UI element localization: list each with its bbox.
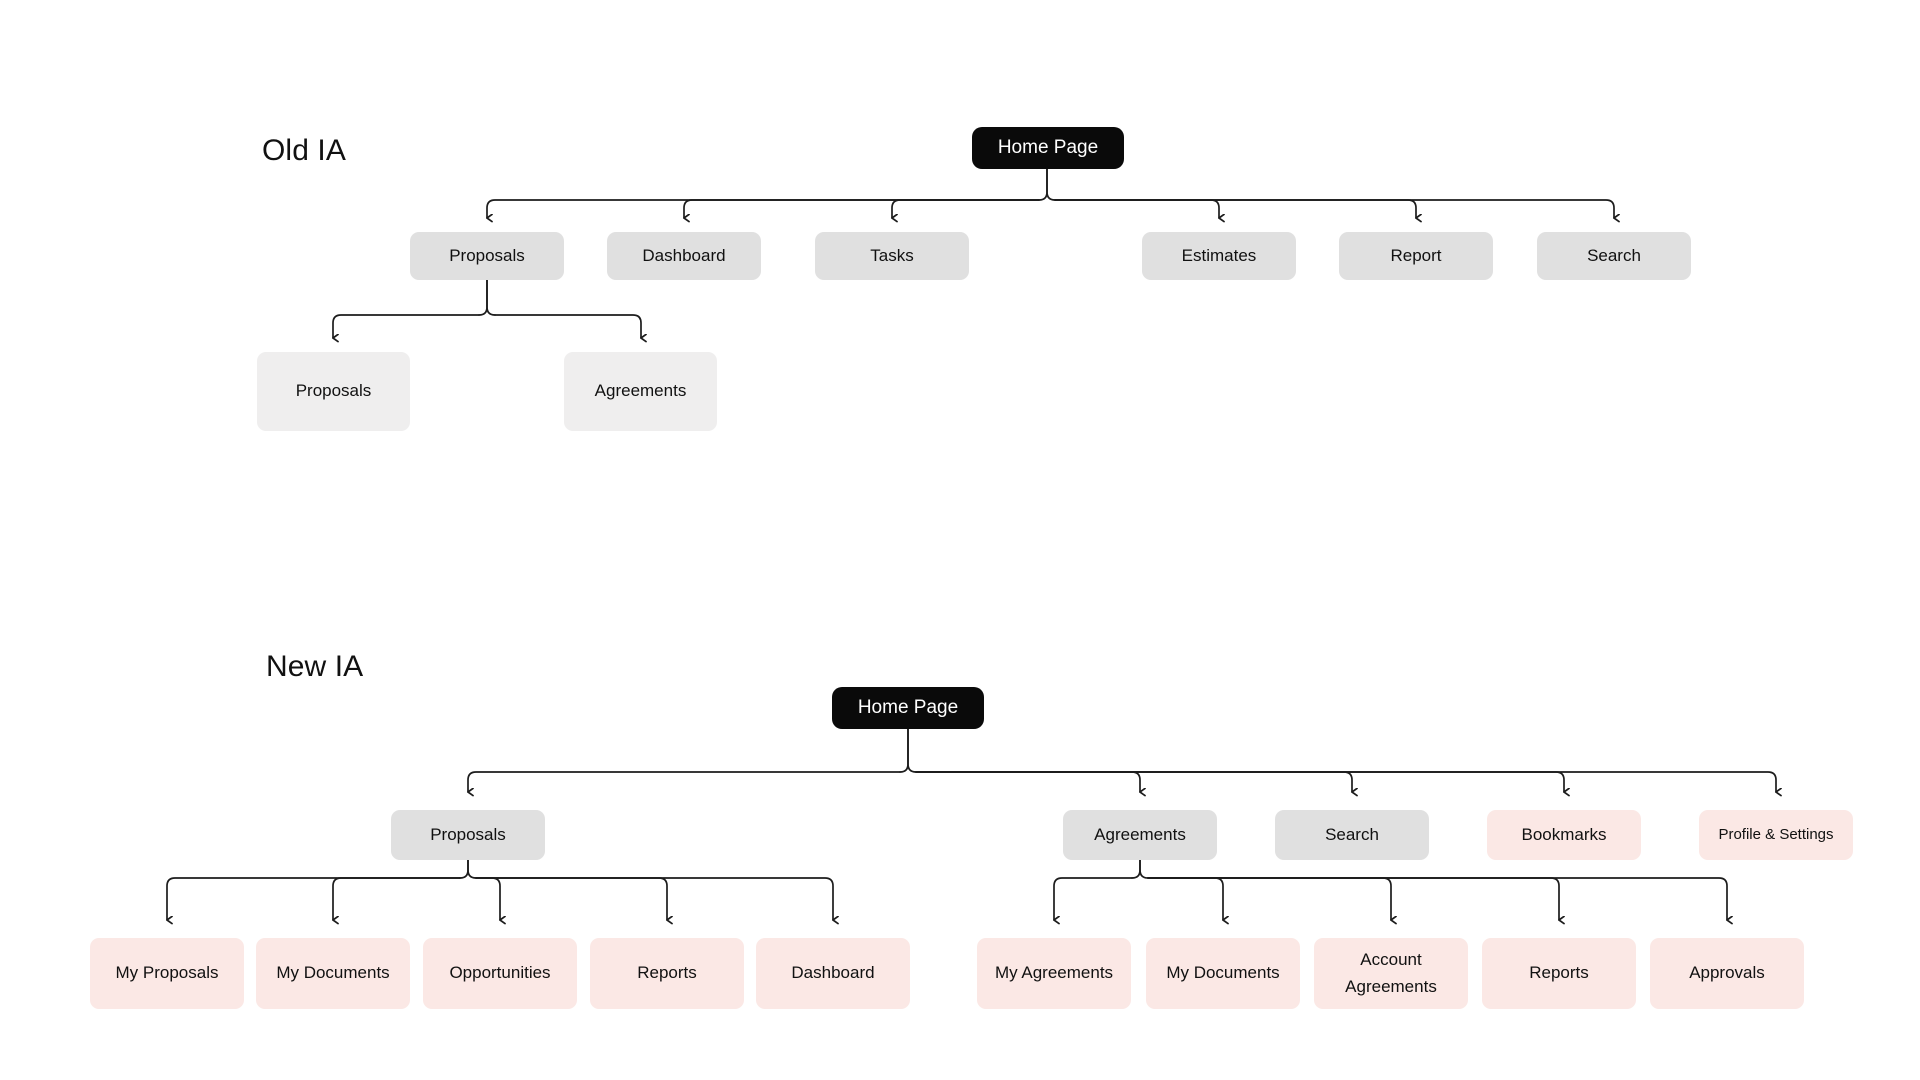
old-ia-sub-node-proposals[interactable]: Proposals [257,352,410,431]
old-ia-home-page-node[interactable]: Home Page [972,127,1124,169]
new-ia-node-my-documents-agreements[interactable]: My Documents [1146,938,1300,1009]
new-ia-node-my-agreements[interactable]: My Agreements [977,938,1131,1009]
new-ia-node-my-proposals[interactable]: My Proposals [90,938,244,1009]
section-title-new-ia: New IA [266,650,364,683]
old-ia-node-tasks[interactable]: Tasks [815,232,969,280]
old-ia-node-proposals[interactable]: Proposals [410,232,564,280]
old-ia-node-search[interactable]: Search [1537,232,1691,280]
new-ia-node-profile-settings[interactable]: Profile & Settings [1699,810,1853,860]
new-ia-node-search[interactable]: Search [1275,810,1429,860]
new-ia-node-account-agreements[interactable]: Account Agreements [1314,938,1468,1009]
new-ia-node-reports-proposals[interactable]: Reports [590,938,744,1009]
new-ia-node-reports-agreements[interactable]: Reports [1482,938,1636,1009]
new-ia-node-agreements[interactable]: Agreements [1063,810,1217,860]
old-ia-node-report[interactable]: Report [1339,232,1493,280]
new-ia-node-approvals[interactable]: Approvals [1650,938,1804,1009]
old-ia-node-estimates[interactable]: Estimates [1142,232,1296,280]
old-ia-node-dashboard[interactable]: Dashboard [607,232,761,280]
new-ia-node-bookmarks[interactable]: Bookmarks [1487,810,1641,860]
new-ia-node-proposals[interactable]: Proposals [391,810,545,860]
new-ia-node-my-documents[interactable]: My Documents [256,938,410,1009]
new-ia-home-page-node[interactable]: Home Page [832,687,984,729]
old-ia-sub-node-agreements[interactable]: Agreements [564,352,717,431]
new-ia-node-dashboard[interactable]: Dashboard [756,938,910,1009]
new-ia-node-opportunities[interactable]: Opportunities [423,938,577,1009]
section-title-old-ia: Old IA [262,134,346,167]
